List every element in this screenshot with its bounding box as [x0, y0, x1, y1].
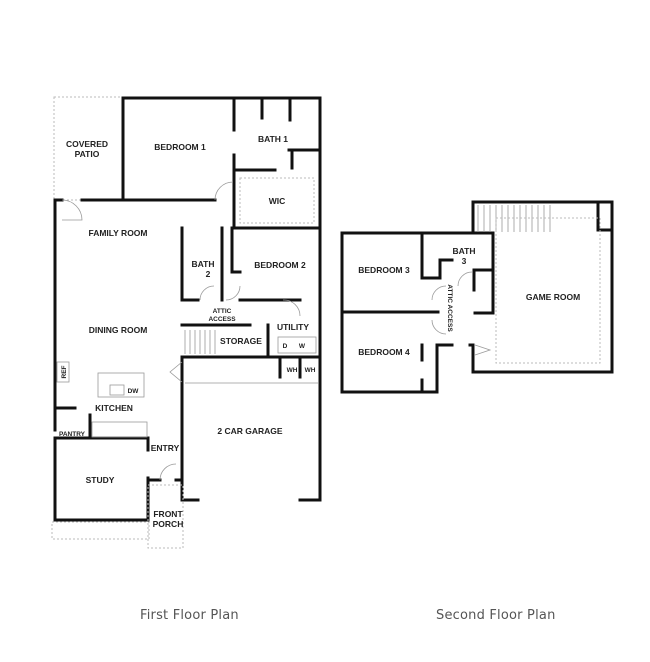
attic-access-label: ATTIC ACCESS	[446, 284, 453, 332]
bedroom-2-label: BEDROOM 2	[254, 260, 306, 270]
kitchen-label: KITCHEN	[95, 403, 133, 413]
entry-label: ENTRY	[151, 443, 180, 453]
bedroom-3-label: BEDROOM 3	[358, 265, 410, 275]
bath-3-label-1: BATH	[453, 246, 476, 256]
covered-patio-label-1: COVERED	[66, 139, 108, 149]
pantry-label: PANTRY	[59, 431, 86, 438]
wic-label: WIC	[269, 196, 286, 206]
dishwasher-label: DW	[128, 388, 140, 395]
water-heater-label-1: WH	[287, 367, 298, 374]
front-porch-label-2: PORCH	[153, 519, 184, 529]
attic-access-label-1: ATTIC	[213, 308, 232, 315]
front-porch-label-1: FRONT	[153, 509, 183, 519]
bath-1-label: BATH 1	[258, 134, 288, 144]
water-heater-label-2: WH	[305, 367, 316, 374]
dryer-label: D	[283, 343, 288, 350]
family-room-label: FAMILY ROOM	[88, 228, 147, 238]
washer-label: W	[299, 343, 306, 350]
game-room-label: GAME ROOM	[526, 292, 580, 302]
refrigerator-label: REF	[61, 365, 68, 378]
bath-3-label-2: 3	[462, 256, 467, 266]
dining-room-label: DINING ROOM	[89, 325, 148, 335]
utility-label: UTILITY	[277, 322, 309, 332]
covered-patio-label-2: PATIO	[75, 149, 100, 159]
bath-2-label-2: 2	[206, 269, 211, 279]
bedroom-4-label: BEDROOM 4	[358, 347, 410, 357]
bath-2-label-1: BATH	[192, 259, 215, 269]
storage-label: STORAGE	[220, 336, 262, 346]
second-floor-caption: Second Floor Plan	[436, 608, 556, 623]
bedroom-1-label: BEDROOM 1	[154, 142, 206, 152]
first-floor-plan	[51, 96, 322, 549]
study-label: STUDY	[86, 475, 115, 485]
attic-access-label-2: ACCESS	[208, 316, 236, 323]
garage-label: 2 CAR GARAGE	[217, 426, 283, 436]
first-floor-caption: First Floor Plan	[140, 608, 239, 623]
second-floor-plan	[340, 200, 614, 394]
